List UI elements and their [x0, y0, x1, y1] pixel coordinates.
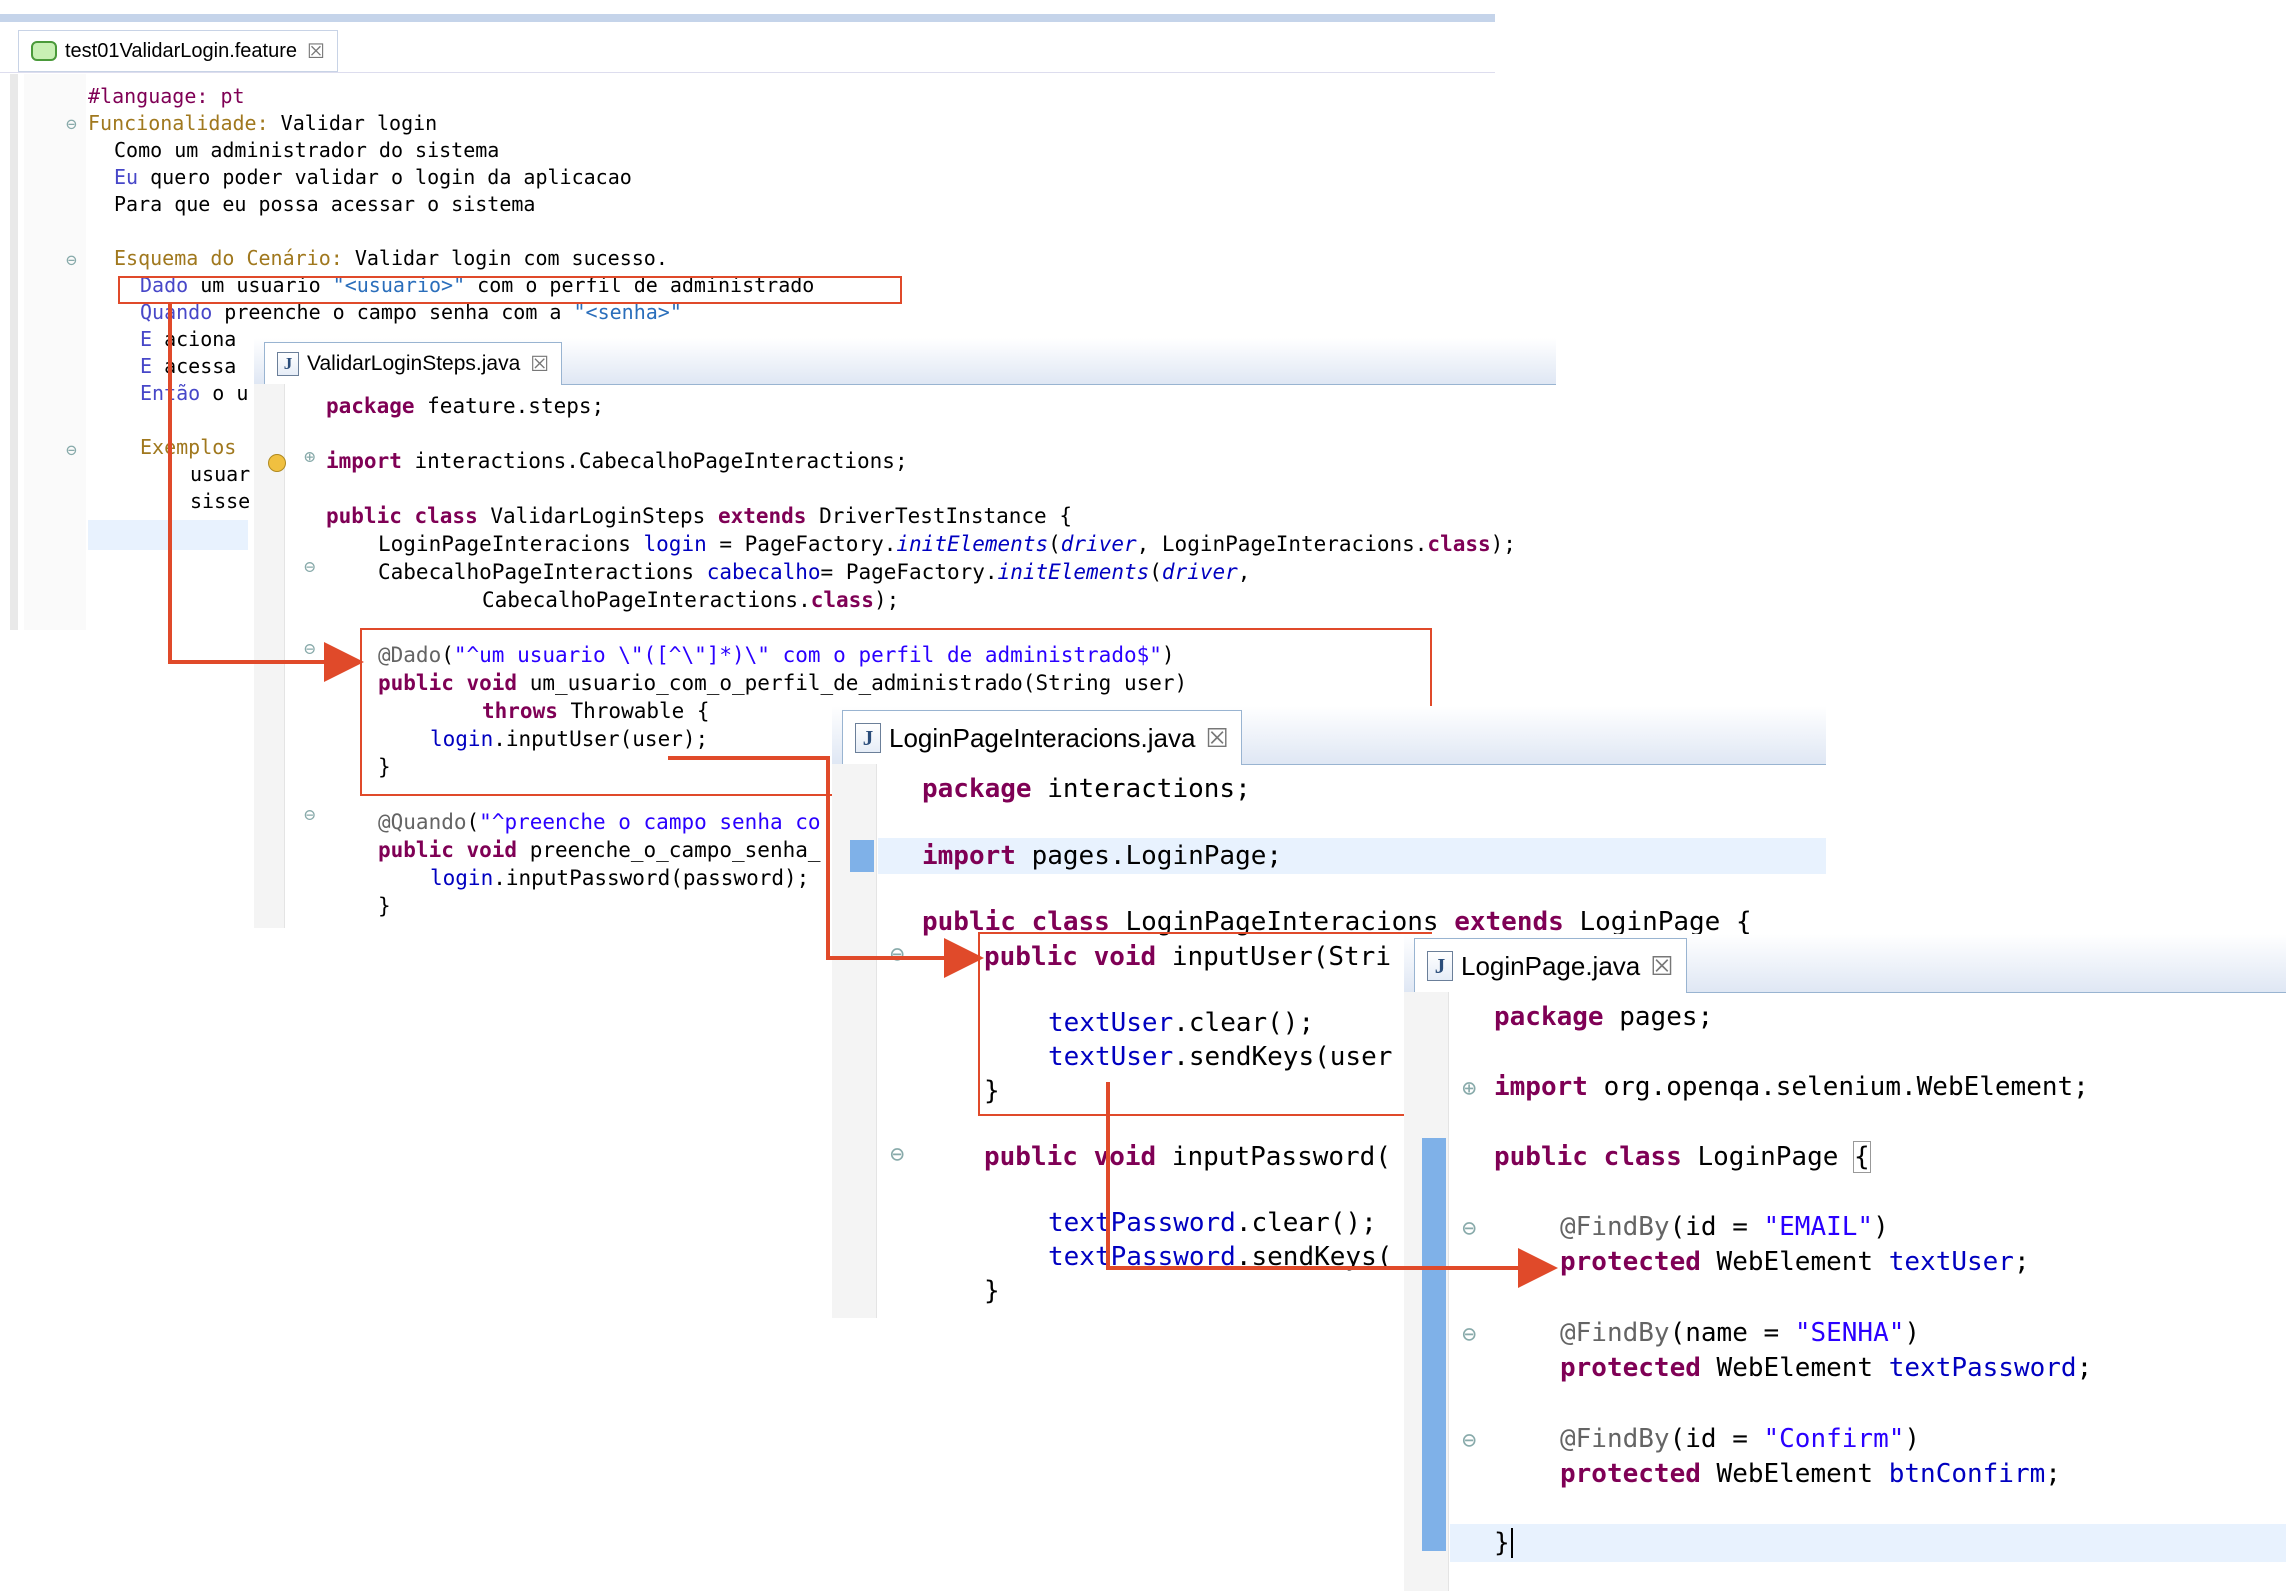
feature-gutter: [24, 74, 86, 630]
tab-feature-file[interactable]: test01ValidarLogin.feature ☒: [18, 30, 338, 72]
code-line: Exemplos: [140, 435, 237, 459]
close-tab-icon[interactable]: ☒: [307, 40, 325, 63]
code-line: }: [378, 894, 391, 918]
tab-title: ValidarLoginSteps.java: [307, 352, 521, 375]
fold-icon[interactable]: ⊖: [66, 114, 77, 135]
text-cursor: [1510, 1528, 1513, 1558]
code-line: public class ValidarLoginSteps extends D…: [326, 504, 1072, 528]
code-line: CabecalhoPageInteractions cabecalho= Pag…: [378, 560, 1251, 584]
code-line: E acessa: [140, 354, 237, 378]
code-line: package interactions;: [922, 774, 1251, 804]
current-line-highlight: [88, 520, 248, 550]
change-marker: [1422, 1138, 1446, 1551]
code-line: }: [984, 1076, 1000, 1106]
code-line: public void um_usuario_com_o_perfil_de_a…: [378, 671, 1188, 695]
code-line: public void preenche_o_campo_senha_: [378, 838, 821, 862]
code-line: }: [984, 1276, 1000, 1306]
highlight-box-dado-step: [118, 276, 902, 304]
code-line: CabecalhoPageInteractions.class);: [482, 588, 900, 612]
code-line: @Quando("^preenche o campo senha co: [378, 810, 821, 834]
code-line: }: [378, 755, 391, 779]
fold-icon[interactable]: ⊖: [66, 440, 77, 461]
code-line: Então o u: [140, 381, 249, 405]
fold-icon[interactable]: ⊖: [1462, 1320, 1477, 1348]
code-line: textPassword.clear();: [1048, 1208, 1377, 1238]
code-line: Como um administrador do sistema: [114, 138, 500, 162]
tab-interactions-file[interactable]: J LoginPageInteracions.java ☒: [842, 710, 1242, 765]
code-line: login.inputPassword(password);: [430, 866, 810, 890]
code-line: textUser.sendKeys(user: [1048, 1042, 1393, 1072]
java-file-icon: J: [277, 352, 299, 376]
fold-icon[interactable]: ⊖: [1462, 1426, 1477, 1454]
fold-icon[interactable]: ⊖: [304, 804, 316, 826]
fold-icon[interactable]: ⊖: [890, 940, 905, 968]
code-line: Esquema do Cenário: Validar login com su…: [114, 246, 668, 270]
code-line: sisse: [190, 489, 251, 513]
code-line: textUser.clear();: [1048, 1008, 1315, 1038]
tab-title: test01ValidarLogin.feature: [65, 39, 298, 62]
code-line: @Dado("^um usuario \"([^\"]*)\" com o pe…: [378, 643, 1175, 667]
fold-icon[interactable]: ⊖: [890, 1140, 905, 1168]
fold-icon[interactable]: ⊖: [304, 556, 316, 578]
code-line: textPassword.sendKeys(: [1048, 1242, 1393, 1272]
code-line: usuar: [190, 462, 251, 486]
java-file-icon: J: [855, 723, 881, 753]
expand-icon[interactable]: ⊕: [304, 446, 316, 468]
tab-steps-file[interactable]: J ValidarLoginSteps.java ☒: [264, 342, 563, 385]
code-line: protected WebElement textPassword;: [1560, 1353, 2093, 1383]
code-line: Eu quero poder validar o login da aplica…: [114, 165, 632, 189]
highlight-box-inputuser-method: [978, 932, 1432, 1116]
current-line-highlight: [878, 838, 1826, 874]
code-line: E aciona: [140, 327, 237, 351]
loginpage-editor: J LoginPage.java ☒ ⊕ ⊖ ⊖ ⊖ package pages…: [1404, 934, 2286, 1591]
code-line: public void inputPassword(: [984, 1142, 1391, 1172]
tab-title: LoginPage.java: [1461, 950, 1641, 981]
feature-editor-frame: [0, 14, 1495, 22]
code-line: import interactions.CabecalhoPageInterac…: [326, 449, 908, 473]
warning-icon: [268, 454, 286, 472]
change-marker: [850, 840, 874, 872]
close-tab-icon[interactable]: ☒: [1650, 950, 1674, 981]
code-line: @FindBy(id = "EMAIL"): [1560, 1212, 1889, 1242]
code-line: protected WebElement textUser;: [1560, 1247, 2030, 1277]
code-line: public void inputUser(Stri: [984, 942, 1391, 972]
close-tab-icon[interactable]: ☒: [530, 352, 550, 376]
code-line: protected WebElement btnConfirm;: [1560, 1459, 2061, 1489]
close-tab-icon[interactable]: ☒: [1205, 722, 1229, 753]
fold-icon[interactable]: ⊖: [66, 250, 77, 271]
code-line: Funcionalidade: Validar login: [88, 111, 438, 135]
java-file-icon: J: [1427, 951, 1453, 981]
code-line: package feature.steps;: [326, 394, 605, 418]
code-line: throws Throwable {: [482, 699, 710, 723]
steps-tabbar: J ValidarLoginSteps.java ☒: [254, 338, 1556, 385]
code-line: login.inputUser(user);: [430, 727, 709, 751]
feature-tabbar: test01ValidarLogin.feature ☒: [0, 24, 1495, 73]
code-line: #language: pt: [88, 84, 245, 108]
fold-icon[interactable]: ⊖: [304, 638, 316, 660]
expand-icon[interactable]: ⊕: [1462, 1074, 1477, 1102]
code-line: public class LoginPage {: [1494, 1141, 1871, 1173]
code-line: Para que eu possa acessar o sistema: [114, 192, 536, 216]
interactions-tabbar: J LoginPageInteracions.java ☒: [832, 706, 1826, 765]
gherkin-file-icon: [31, 41, 57, 61]
tab-title: LoginPageInteracions.java: [889, 722, 1196, 753]
code-line: @FindBy(name = "SENHA"): [1560, 1318, 1921, 1348]
code-line: @FindBy(id = "Confirm"): [1560, 1424, 1921, 1454]
code-line: LoginPageInteracions login = PageFactory…: [378, 532, 1516, 556]
feature-left-ruler: [10, 74, 18, 630]
code-line: package pages;: [1494, 1002, 1714, 1032]
loginpage-tabbar: J LoginPage.java ☒: [1404, 934, 2286, 993]
fold-icon[interactable]: ⊖: [1462, 1214, 1477, 1242]
code-line: import pages.LoginPage;: [922, 841, 1283, 871]
code-line: import org.openqa.selenium.WebElement;: [1494, 1072, 2089, 1102]
code-line: }: [1494, 1528, 1513, 1558]
current-line-highlight: [1450, 1524, 2286, 1562]
tab-loginpage-file[interactable]: J LoginPage.java ☒: [1414, 938, 1687, 993]
